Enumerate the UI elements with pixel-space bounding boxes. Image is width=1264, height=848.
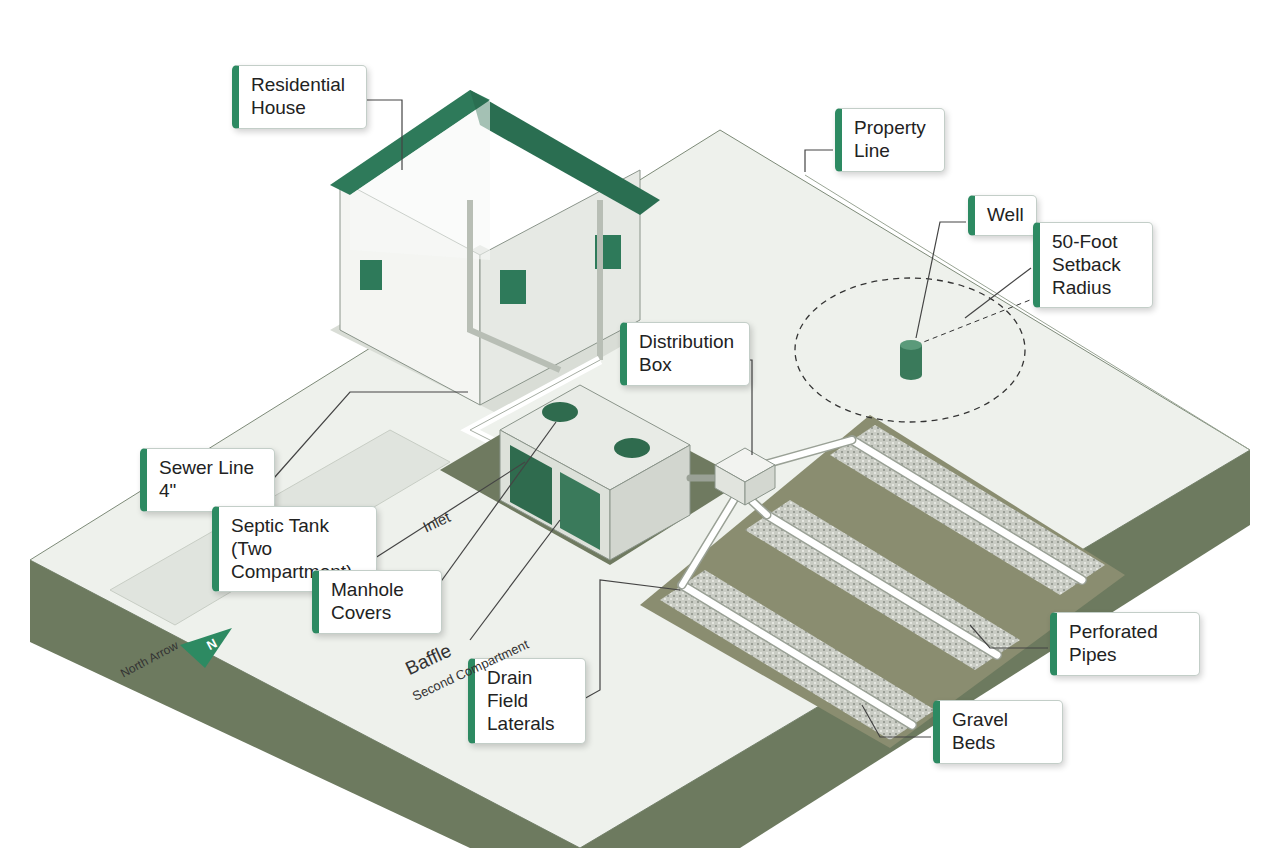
callout-box: Perforated Pipes [1050,612,1200,676]
callout-text: Distribution Box [639,331,737,377]
callout-box: Manhole Covers [312,570,442,634]
callout-text: Sewer Line 4" [159,457,262,503]
callout-box: Sewer Line 4" [140,448,275,512]
callout-text: Residential House [251,74,354,120]
callout-box: Residential House [232,65,367,129]
callout-text: Perforated Pipes [1069,621,1187,667]
callout-box: Gravel Beds [933,700,1063,764]
callout-box: Well [968,195,1037,236]
callout-text: Gravel Beds [952,709,1050,755]
callout-text: Drain Field Laterals [487,667,573,735]
callout-text: Well [987,204,1024,227]
callout-text: Property Line [854,117,932,163]
callout-box: Distribution Box [620,322,750,386]
callout-box: 50-Foot Setback Radius [1033,222,1153,308]
callout-box: Property Line [835,108,945,172]
callout-text: Manhole Covers [331,579,429,625]
callout-text: 50-Foot Setback Radius [1052,231,1140,299]
